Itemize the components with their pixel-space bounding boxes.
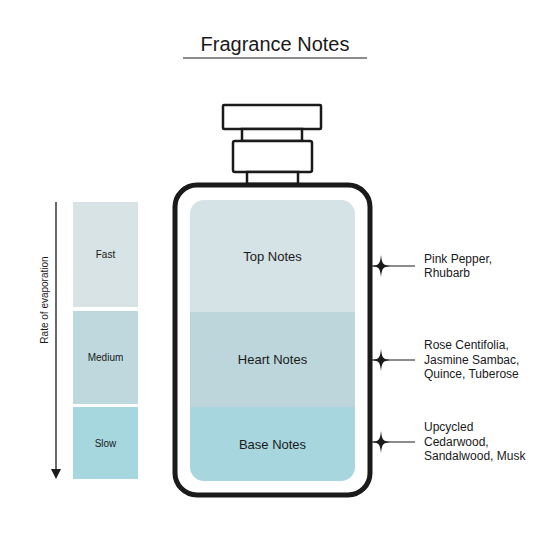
node-label: Heart Notes xyxy=(238,352,307,367)
star-marker xyxy=(372,431,390,453)
node-label: Fast xyxy=(96,249,115,260)
bottle-cap-top xyxy=(223,105,321,129)
note-band: Heart Notes xyxy=(190,312,355,407)
bottle-collar xyxy=(233,141,312,172)
rate-bar: Fast xyxy=(73,202,138,307)
ingredient-list: Rose Centifolia, Jasmine Sambac, Quince,… xyxy=(424,338,529,381)
note-band: Base Notes xyxy=(190,407,355,481)
evaporation-arrow-line xyxy=(55,202,56,470)
node-label: Base Notes xyxy=(239,437,306,452)
axis-label: Rate of evaporation xyxy=(39,256,51,343)
diagram-title: Fragrance Notes xyxy=(201,33,350,56)
node-label: Top Notes xyxy=(243,249,302,264)
bottle-neck xyxy=(247,172,298,184)
bottle-cap-neck xyxy=(242,129,302,141)
ingredient-list: Pink Pepper, Rhubarb xyxy=(424,252,529,281)
rate-bar: Medium xyxy=(73,311,138,404)
star-marker xyxy=(372,255,390,277)
note-band: Top Notes xyxy=(190,200,355,312)
node-label: Slow xyxy=(95,438,117,449)
title-underline xyxy=(183,57,367,58)
bottle-body xyxy=(175,185,370,495)
star-marker xyxy=(372,349,390,371)
rate-bar: Slow xyxy=(73,407,138,479)
evaporation-arrow-head xyxy=(51,469,61,479)
node-label: Medium xyxy=(88,352,124,363)
ingredient-list: Upcycled Cedarwood, Sandalwood, Musk xyxy=(424,420,529,463)
